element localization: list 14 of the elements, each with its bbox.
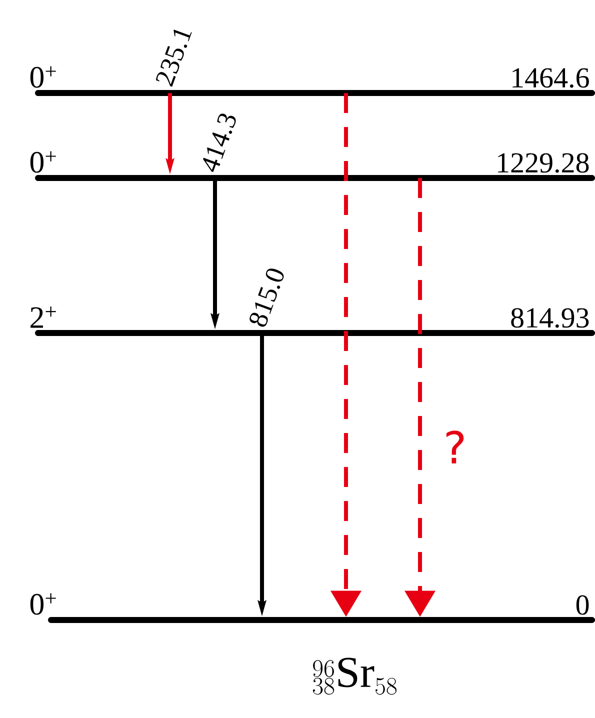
energy-level: 0$^{+}$ 0 [30,593,595,623]
node-label: 0$^{+}$ [30,66,56,88]
edge-label: 235.1 [156,30,192,87]
node-label: 1464.6 [512,68,589,88]
edge-label: 414.3 [203,114,236,172]
node-label: 814.93 [511,308,589,328]
node-label: 0$^{+}$ [30,593,56,615]
node-label: 0$^{+}$ [30,151,56,173]
edge-label: 815.0 [250,268,284,327]
node-label: 0 [576,595,589,615]
node-label: 2$^{+}$ [30,306,56,328]
question-mark: ? [446,430,464,464]
node-label: 1229.28 [498,153,589,173]
nucleus-label: ${}^{96}_{38}\mathrm{Sr}_{58}$ [312,658,397,695]
